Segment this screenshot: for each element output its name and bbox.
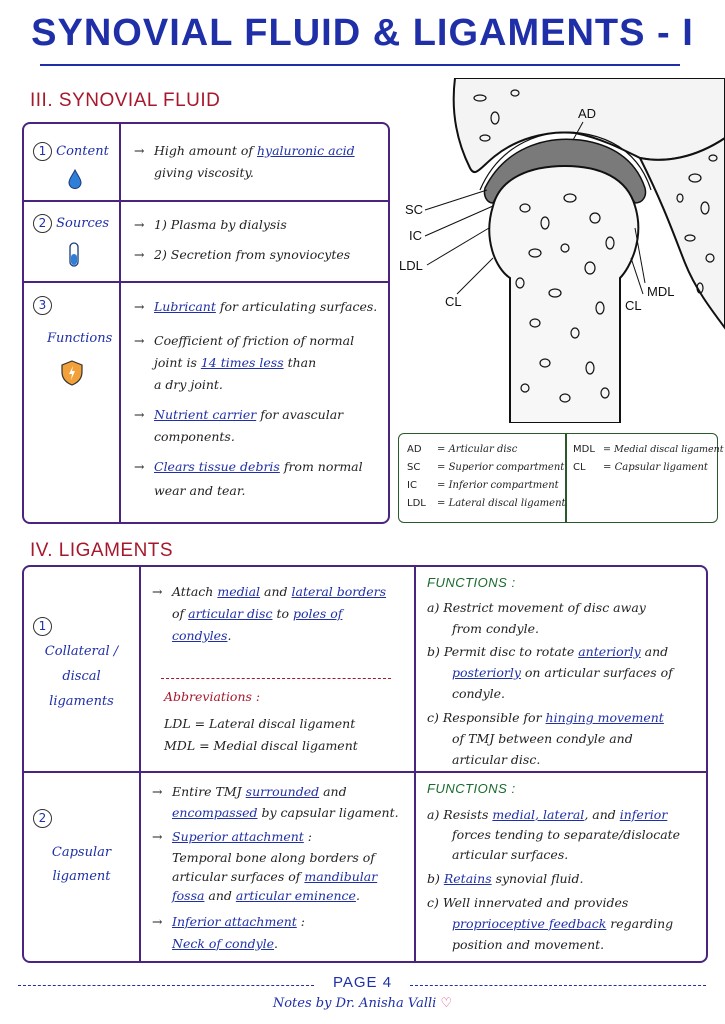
condyle	[488, 164, 640, 423]
ligaments-table: 1 Collateral / discal ligaments →Attach …	[22, 565, 708, 963]
collateral-function-b-2: posteriorly on articular surfaces of	[452, 665, 673, 680]
column-divider	[414, 567, 416, 961]
page-number: PAGE 4	[332, 974, 393, 991]
synovial-fluid-table: 1 Content →High amount of hyaluronic aci…	[22, 122, 390, 524]
droplet-icon	[68, 168, 82, 193]
number-badge: 3	[33, 296, 52, 315]
test-tube-icon	[68, 242, 80, 272]
superior-compartment	[479, 131, 652, 191]
footer-dash-left	[18, 985, 314, 986]
footer-dash-right	[410, 985, 706, 986]
sources-line-2: →2) Secretion from synoviocytes	[134, 247, 351, 262]
content-line-2: giving viscosity.	[154, 165, 254, 180]
title-underline	[40, 64, 680, 66]
dashed-separator	[161, 678, 391, 679]
collateral-function-b-1: b) Permit disc to rotate anteriorly and	[427, 644, 669, 659]
capsular-function-a-1: a) Resists medial, lateral, and inferior	[427, 807, 668, 822]
shield-icon	[61, 360, 83, 390]
eminence	[638, 136, 725, 330]
section-heading-ligaments: IV. LIGAMENTS	[30, 540, 174, 561]
capsular-function-c-1: c) Well innervated and provides	[427, 895, 629, 910]
sources-line-1: →1) Plasma by dialysis	[134, 217, 287, 232]
collateral-attach-line-1: →Attach medial and lateral borders	[152, 584, 387, 599]
label-cl-left: CL	[445, 294, 462, 309]
label-ad: AD	[578, 106, 596, 121]
capsular-function-c-2: proprioceptive feedback regarding	[452, 916, 674, 931]
column-divider	[119, 124, 121, 522]
collateral-attach-line-3: condyles.	[172, 628, 232, 643]
capsular-surround-line-1: →Entire TMJ surrounded and	[152, 784, 347, 799]
legend-item-ad: AD= Articular disc	[407, 444, 518, 455]
capsular-label: Capsular ligament	[51, 845, 112, 884]
function-lubricant: →Lubricant for articulating surfaces.	[134, 299, 378, 314]
collateral-function-a-1: a) Restrict movement of disc away	[427, 600, 646, 615]
capsular-functions-heading: FUNCTIONS :	[427, 781, 516, 796]
leader-lines	[424, 121, 646, 295]
tmj-diagram: AD SC IC LDL CL CL MDL	[399, 78, 725, 423]
label-cl-right: CL	[625, 298, 642, 313]
label-sc: SC	[405, 202, 423, 217]
capsular-function-a-2: forces tending to separate/dislocate	[452, 827, 681, 842]
abbreviation-ldl: LDL = Lateral discal ligament	[164, 716, 356, 731]
capsular-superior-line-3: fossa and articular eminence.	[172, 888, 360, 903]
legend-item-cl: CL= Capsular ligament	[573, 462, 708, 473]
function-debris-line-2: wear and tear.	[154, 483, 246, 498]
function-nutrient-line-2: components.	[154, 429, 235, 444]
section-heading-synovial-fluid: III. SYNOVIAL FLUID	[30, 90, 221, 111]
author-note: Notes by Dr. Anisha Valli ♡	[272, 996, 453, 1011]
condyle-texture	[515, 193, 615, 403]
capsular-inferior-heading: →Inferior attachment :	[152, 914, 305, 929]
legend-item-mdl: MDL= Medial discal ligament	[573, 444, 724, 455]
capsular-function-c-3: position and movement.	[452, 937, 605, 952]
label-mdl: MDL	[647, 284, 674, 299]
collateral-attach-line-2: of articular disc to poles of	[172, 606, 343, 621]
collateral-functions-heading: FUNCTIONS :	[427, 575, 516, 590]
legend-divider	[565, 434, 567, 522]
number-badge: 1	[33, 617, 52, 636]
number-badge: 2	[33, 809, 52, 828]
legend-item-ic: IC= Inferior compartment	[407, 480, 559, 491]
row-divider	[24, 281, 388, 283]
capsular-superior-line-2: articular surfaces of mandibular	[172, 869, 378, 884]
capsular-number: 2	[33, 809, 52, 828]
bone-texture	[473, 89, 718, 294]
capsular-superior-line-1: Temporal bone along borders of	[172, 850, 375, 865]
capsular-superior-heading: →Superior attachment :	[152, 829, 312, 844]
function-nutrient-line-1: →Nutrient carrier for avascular	[134, 407, 344, 422]
column-divider	[139, 567, 141, 961]
collateral-function-b-3: condyle.	[452, 686, 506, 701]
capsular-inferior-line: Neck of condyle.	[172, 936, 279, 951]
legend-item-ldl: LDL= Lateral discal ligament	[407, 498, 566, 509]
functions-number: 3	[33, 296, 52, 315]
function-friction-line-2: joint is 14 times less than	[154, 355, 317, 370]
label-ldl: LDL	[399, 258, 423, 273]
function-friction-line-1: →Coefficient of friction of normal	[134, 333, 355, 348]
collateral-function-a-2: from condyle.	[452, 621, 539, 636]
function-debris-line-1: →Clears tissue debris from normal	[134, 459, 363, 474]
content-label: 1 Content	[33, 142, 109, 161]
capsular-surround-line-2: encompassed by capsular ligament.	[172, 805, 399, 820]
content-line-1: →High amount of hyaluronic acid	[134, 143, 355, 158]
number-badge: 2	[33, 214, 52, 233]
sources-label: 2 Sources	[33, 214, 109, 233]
collateral-function-c-2: of TMJ between condyle and	[452, 731, 633, 746]
legend-item-sc: SC= Superior compartment	[407, 462, 565, 473]
row-divider	[24, 200, 388, 202]
collateral-label: Collateral / discal ligaments	[44, 644, 119, 709]
row-divider	[24, 771, 706, 773]
abbreviations-heading: Abbreviations :	[164, 689, 261, 704]
page-title: SYNOVIAL FLUID & LIGAMENTS - I	[31, 12, 694, 54]
collateral-function-c-3: articular disc.	[452, 752, 541, 767]
label-ic: IC	[409, 228, 422, 243]
collateral-function-c-1: c) Responsible for hinging movement	[427, 710, 664, 725]
abbreviation-mdl: MDL = Medial discal ligament	[164, 738, 358, 753]
heart-icon: ♡	[440, 996, 453, 1011]
functions-label: Functions	[47, 331, 113, 346]
function-friction-line-3: a dry joint.	[154, 377, 223, 392]
collateral-number: 1	[33, 617, 52, 636]
number-badge: 1	[33, 142, 52, 161]
capsular-function-a-3: articular surfaces.	[452, 847, 569, 862]
diagram-legend: AD= Articular disc SC= Superior compartm…	[398, 433, 724, 523]
capsular-function-b: b) Retains synovial fluid.	[427, 871, 584, 886]
